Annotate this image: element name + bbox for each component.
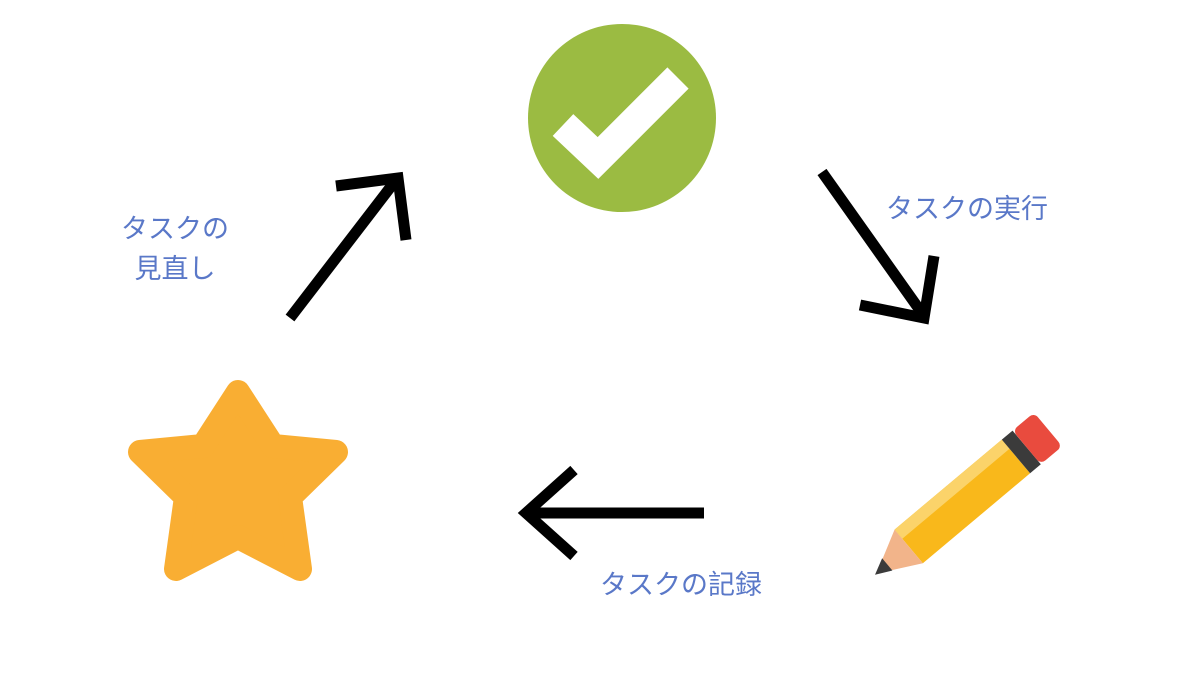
arrow-down-right — [817, 168, 940, 325]
label-task-record: タスクの記録 — [600, 570, 762, 601]
checkmark-circle-icon — [528, 24, 716, 212]
label-task-execute: タスクの実行 — [886, 194, 1048, 225]
label-task-review: タスクの 見直し — [100, 210, 250, 290]
pencil-icon — [875, 415, 1060, 575]
label-task-review-line2: 見直し — [134, 254, 216, 285]
star-icon — [128, 380, 348, 581]
label-task-review-line1: タスクの — [121, 214, 229, 245]
arrow-left — [517, 465, 704, 561]
arrow-up-right — [285, 171, 412, 322]
